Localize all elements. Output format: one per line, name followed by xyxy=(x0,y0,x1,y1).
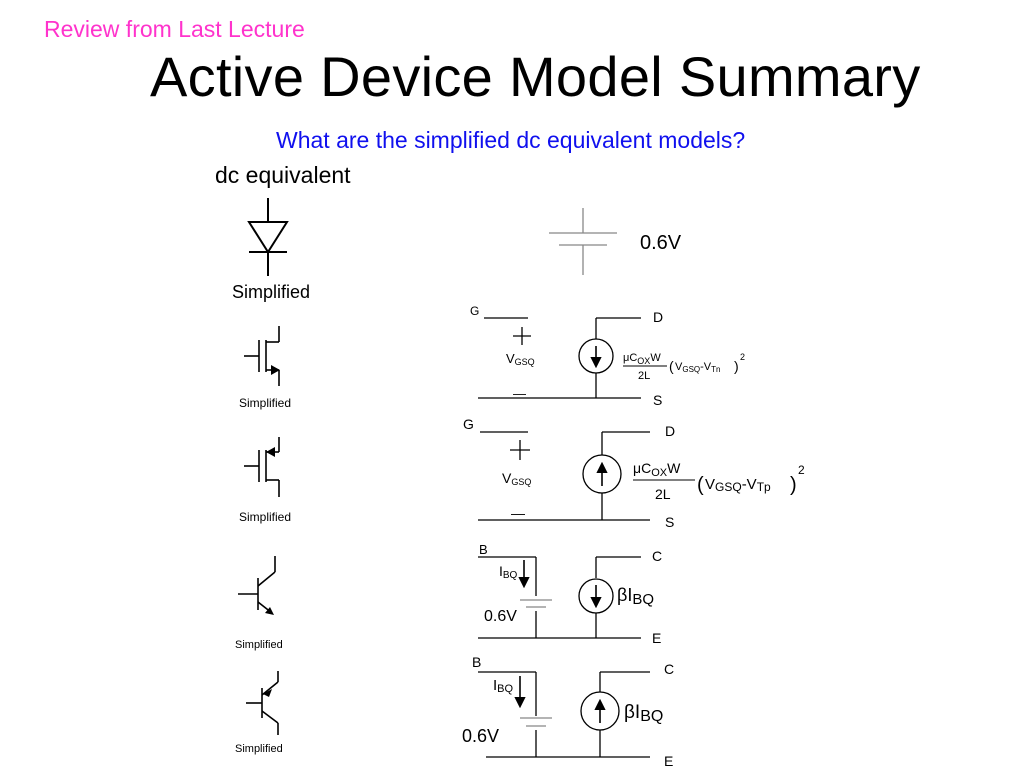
pmos-source-label: S xyxy=(665,514,674,530)
nmos-vgsq-label: VGSQ xyxy=(506,351,535,367)
battery-voltage: 0.6V xyxy=(640,232,682,254)
pmos-drain-current-expression: μCOXW 2L ( VGSQ-VTp ) 2 xyxy=(633,460,805,502)
svg-text:2L: 2L xyxy=(655,486,671,502)
pnp-arrow-icon xyxy=(263,689,272,697)
pmos-arrow-icon xyxy=(266,447,275,457)
dc-equivalent-heading: dc equivalent xyxy=(215,162,351,188)
pmos-symbol xyxy=(244,437,280,497)
npn-ibq-label: IBQ xyxy=(499,563,518,581)
pnp-emitter-label: E xyxy=(664,753,673,768)
pnp-collector-label: C xyxy=(664,661,674,677)
nmos-arrow-icon xyxy=(271,365,280,375)
nmos-drain-label: D xyxy=(653,309,663,325)
npn-emitter-label: E xyxy=(652,630,661,646)
svg-text:μCOXW: μCOXW xyxy=(633,460,681,479)
pmos-gate-label: G xyxy=(463,416,474,432)
pmos-equivalent xyxy=(478,431,650,521)
svg-text:): ) xyxy=(734,358,739,374)
svg-text:VGSQ-VTn: VGSQ-VTn xyxy=(675,361,720,374)
npn-collector-label: C xyxy=(652,548,662,564)
npn-vbe-voltage: 0.6V xyxy=(484,608,517,625)
nmos-drain-current-expression: μCOXW 2L ( VGSQ-VTn ) 2 xyxy=(623,352,745,382)
diode-caption: Simplified xyxy=(232,282,310,302)
nmos-source-label: S xyxy=(653,392,662,408)
npn-battery-symbol xyxy=(520,599,552,608)
pnp-battery-symbol xyxy=(520,717,552,727)
npn-collector-current-label: βIBQ xyxy=(617,585,654,608)
review-label: Review from Last Lecture xyxy=(44,16,305,42)
nmos-minus-sign: — xyxy=(513,386,526,401)
pmos-caption: Simplified xyxy=(239,510,291,524)
pnp-base-label: B xyxy=(472,654,481,670)
pnp-symbol xyxy=(246,671,279,735)
svg-text:(: ( xyxy=(669,358,674,374)
nmos-equivalent xyxy=(478,317,641,399)
svg-text:): ) xyxy=(790,474,797,496)
slide-question: What are the simplified dc equivalent mo… xyxy=(276,127,746,153)
slide-title: Active Device Model Summary xyxy=(150,45,921,108)
npn-arrow-icon xyxy=(265,607,274,615)
nmos-gate-label: G xyxy=(470,304,479,318)
pnp-collector-current-label: βIBQ xyxy=(624,702,663,725)
npn-caption: Simplified xyxy=(235,639,283,651)
svg-text:2L: 2L xyxy=(638,370,650,382)
svg-text:2: 2 xyxy=(740,352,745,362)
pnp-caption: Simplified xyxy=(235,743,283,755)
diode-symbol xyxy=(247,198,289,276)
svg-text:2: 2 xyxy=(798,463,805,477)
nmos-caption: Simplified xyxy=(239,396,291,410)
npn-base-label: B xyxy=(479,542,488,557)
pnp-vbe-voltage: 0.6V xyxy=(462,726,499,746)
battery-symbol xyxy=(549,208,617,275)
npn-symbol xyxy=(238,556,276,614)
pmos-vgsq-label: VGSQ xyxy=(502,470,531,487)
pmos-minus-sign: — xyxy=(511,505,525,521)
pnp-equivalent xyxy=(478,671,650,758)
pmos-drain-label: D xyxy=(665,423,675,439)
svg-text:VGSQ-VTp: VGSQ-VTp xyxy=(705,476,771,494)
nmos-symbol xyxy=(244,326,280,386)
svg-text:μCOXW: μCOXW xyxy=(623,352,661,366)
npn-equivalent xyxy=(478,556,641,639)
svg-text:(: ( xyxy=(697,474,704,496)
pnp-ibq-label: IBQ xyxy=(493,677,514,695)
